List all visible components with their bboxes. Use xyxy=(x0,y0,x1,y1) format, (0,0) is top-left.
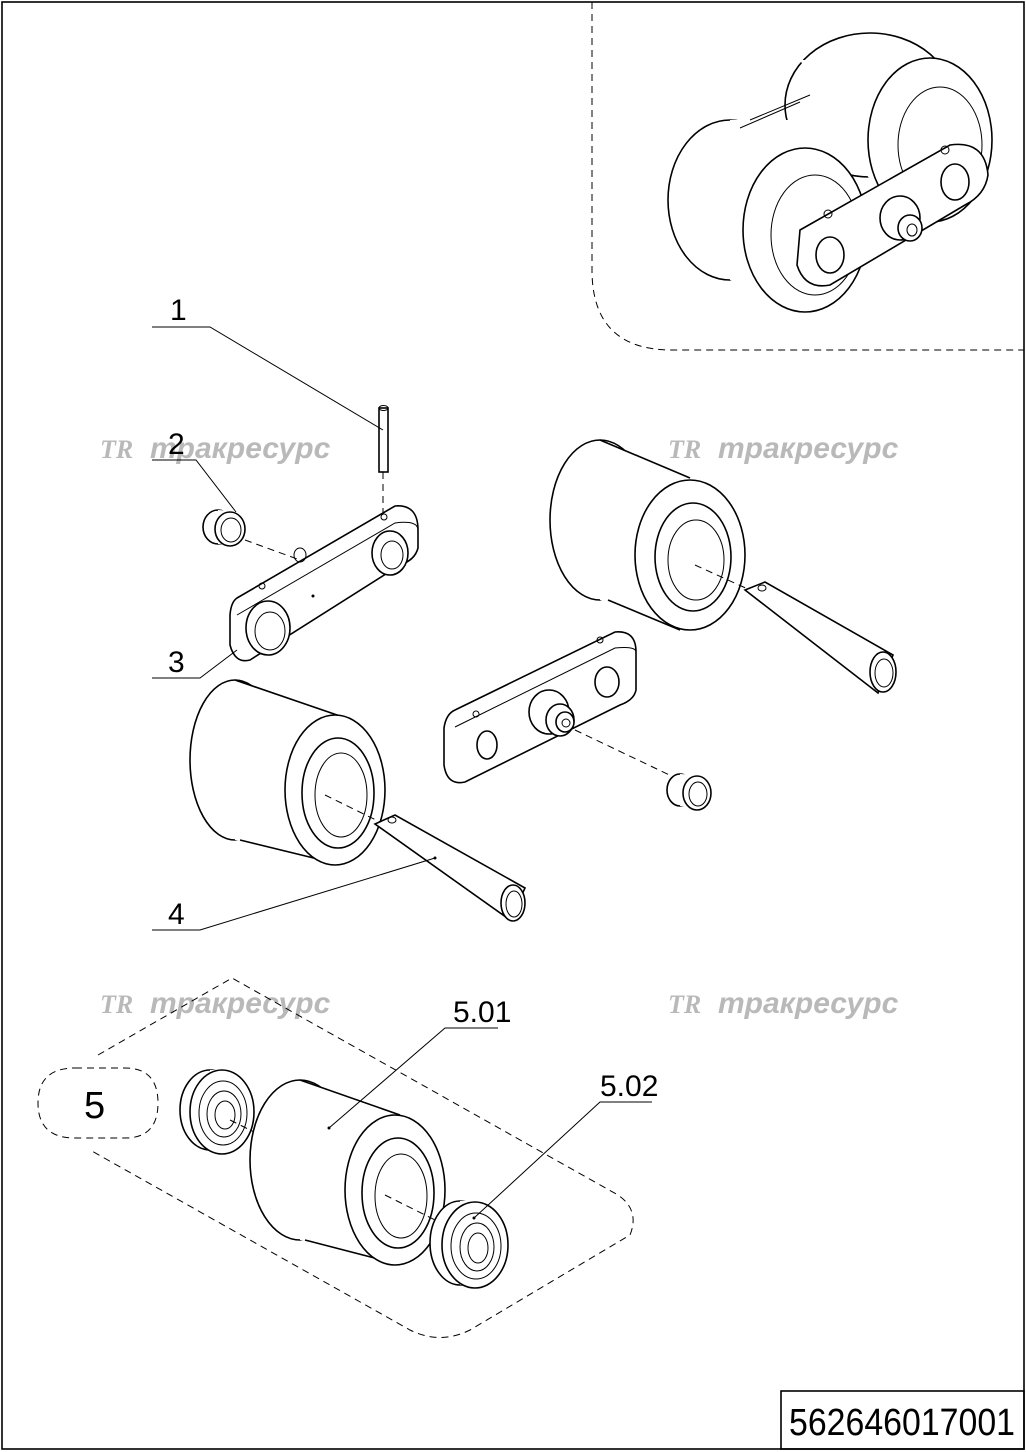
part-bearing-left xyxy=(179,1069,271,1155)
part-bushing-right xyxy=(666,773,712,811)
part-link-plate-upper xyxy=(229,505,419,662)
roller-kit-tag-outline xyxy=(37,1067,159,1139)
part-bearing-right xyxy=(429,1200,509,1289)
part-pin xyxy=(378,405,389,515)
assembled-view-border xyxy=(591,2,1024,351)
callout-3: 3 xyxy=(168,646,185,679)
part-number-box: 562646017001 xyxy=(780,1390,1025,1450)
part-link-plate-lower xyxy=(443,631,681,784)
watermark-logo: TR xyxy=(100,435,133,464)
watermark-bottom-right: TR тракресурс xyxy=(668,987,899,1020)
watermark-text: тракресурс xyxy=(718,987,899,1020)
roller-kit-group-outline xyxy=(89,977,634,1338)
watermark-top-left: TR тракресурс xyxy=(100,432,331,465)
watermark-logo: TR xyxy=(668,990,701,1019)
leader-lines xyxy=(152,326,652,1219)
watermark-logo: TR xyxy=(668,435,701,464)
part-roller-upper xyxy=(549,439,897,695)
callout-5: 5 xyxy=(84,1085,105,1127)
watermark-bottom-left: TR тракресурс xyxy=(100,987,331,1020)
callout-4: 4 xyxy=(168,898,185,931)
callout-1: 1 xyxy=(170,294,187,327)
watermark-top-right: TR тракресурс xyxy=(668,432,899,465)
assembled-roller-view xyxy=(667,32,993,315)
part-number: 562646017001 xyxy=(789,1402,1015,1444)
callout-2: 2 xyxy=(168,428,185,461)
part-roller-axle xyxy=(189,679,527,922)
callout-5-01: 5.01 xyxy=(453,996,511,1029)
callout-5-02: 5.02 xyxy=(600,1070,658,1103)
part-bushing xyxy=(202,509,301,561)
watermark-logo: TR xyxy=(100,990,133,1019)
watermark-text: тракресурс xyxy=(150,987,331,1020)
part-roller-body xyxy=(249,1079,446,1266)
watermark-text: тракресурс xyxy=(718,432,899,465)
